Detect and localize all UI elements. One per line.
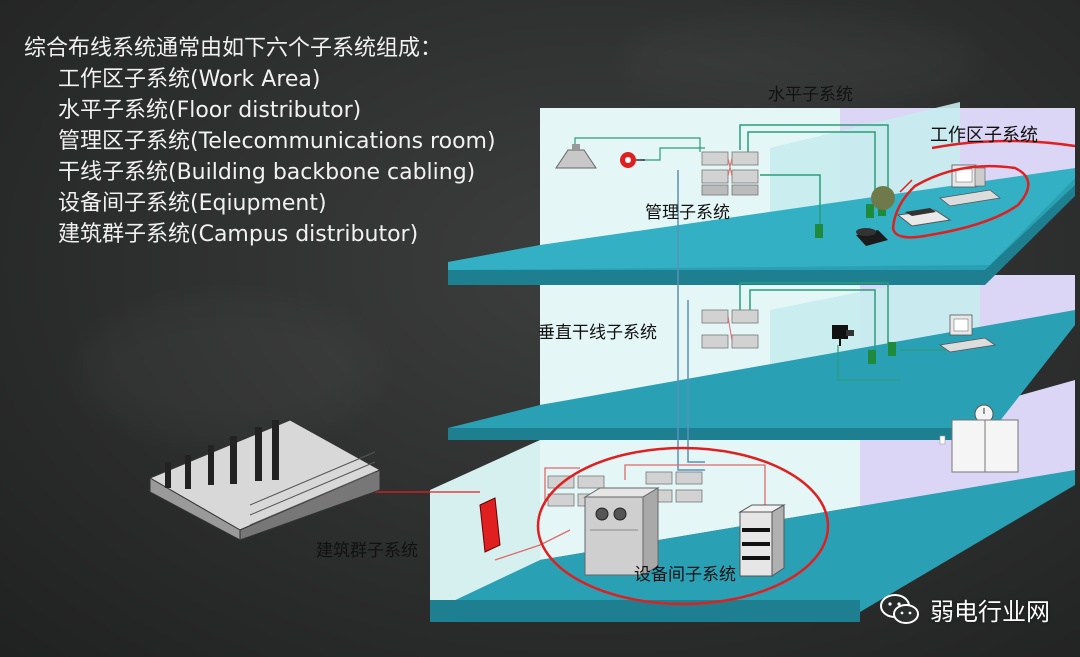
wechat-icon (880, 593, 920, 627)
intro-heading: 综合布线系统通常由如下六个子系统组成： (24, 36, 443, 61)
middle-floor-slab-edge (448, 428, 985, 440)
alarm-bell-icon (620, 152, 645, 168)
label-management-subsystem: 管理子系统 (645, 203, 730, 223)
lower-floor-slab-edge (430, 600, 860, 622)
horizontal-cable-top-3 (760, 174, 821, 225)
equipment-cable-2 (624, 464, 700, 480)
middle-floor-slab (448, 310, 1075, 440)
door-icon (939, 419, 1019, 473)
horizontal-cable-mid-1 (739, 282, 889, 345)
horizontal-cable-top-2 (747, 131, 876, 205)
speaker-icon (555, 144, 597, 169)
equipment-room-highlight-ellipse (536, 446, 830, 606)
building-icon (148, 419, 382, 541)
wall-outlet-icon (888, 342, 896, 356)
subsystem-list: 工作区子系统(Work Area) 水平子系统(Floor distributo… (58, 64, 496, 250)
computer-icon (938, 314, 997, 353)
label-horizontal-subsystem: 水平子系统 (768, 85, 853, 105)
label-equipment-room-subsystem: 设备间子系统 (634, 565, 736, 585)
wall-outlet-icon (815, 224, 823, 238)
wall-outlet-icon (866, 204, 874, 218)
patch-panels-top (701, 151, 759, 196)
subsystem-list-item: 水平子系统(Floor distributor) (58, 98, 362, 123)
top-floor-slab-edge (448, 178, 1075, 285)
horizontal-cable-top-1 (739, 124, 889, 205)
label-campus-subsystem: 建筑群子系统 (316, 541, 418, 561)
equipment-cable-1 (544, 467, 580, 505)
campus-cable-inner (494, 529, 571, 561)
subsystem-list-item: 建筑群子系统(Campus distributor) (58, 222, 419, 247)
cabinet-icon (583, 487, 660, 576)
printer-icon (896, 208, 952, 227)
subsystem-list-item: 设备间子系统(Eqiupment) (58, 191, 327, 216)
bell-cable (640, 147, 705, 161)
camera-icon (832, 325, 854, 346)
telephone-icon (856, 228, 888, 246)
horizontal-cable-mid-2 (749, 289, 876, 350)
campus-distributor-icon (479, 497, 501, 553)
subsystem-list-item: 工作区子系统(Work Area) (58, 67, 321, 92)
globe-icon (871, 179, 913, 210)
top-floor-surface (448, 168, 1075, 270)
patch-panels-mid (701, 309, 759, 349)
watermark: 弱电行业网 (880, 592, 1050, 627)
label-backbone-subsystem: 垂直干线子系统 (538, 323, 657, 343)
subsystem-list-item: 干线子系统(Building backbone cabling) (58, 160, 476, 185)
intro-text-block: 综合布线系统通常由如下六个子系统组成： 工作区子系统(Work Area) 水平… (24, 33, 496, 250)
watermark-text: 弱电行业网 (930, 598, 1050, 626)
backbone-cable-3 (677, 404, 705, 471)
label-work-area-subsystem: 工作区子系统 (930, 125, 1038, 146)
server-rack-icon (738, 504, 786, 577)
wall-outlet-icon (868, 350, 876, 364)
equipment-cable-3 (700, 464, 766, 505)
work-area-highlight-ellipse (891, 164, 1030, 239)
camera-cable (837, 345, 900, 381)
backbone-cable-4 (687, 404, 705, 463)
work-area-underline (931, 139, 1076, 150)
subsystem-list-item: 管理区子系统(Telecommunications room) (58, 129, 496, 154)
